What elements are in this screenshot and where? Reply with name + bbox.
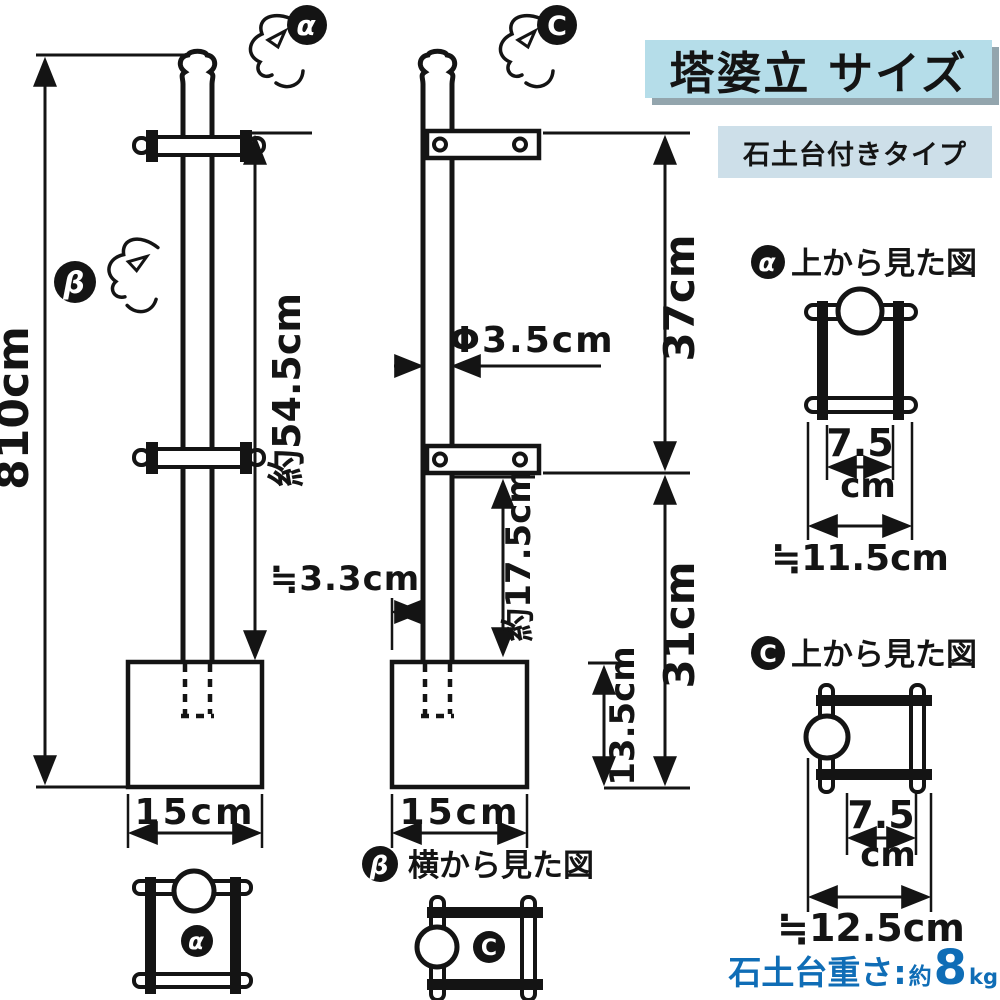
- beta-badge-label: β: [369, 851, 389, 881]
- alpha-badge: [181, 925, 213, 957]
- beta-side-view-heading: β: [362, 846, 398, 882]
- alpha-top-view-drawing: [804, 286, 918, 420]
- c-badge-label: C: [481, 936, 497, 961]
- dimension-pole-offset: ≒3.3cm: [270, 559, 425, 650]
- side-view-heading: 横から見た図: [408, 848, 594, 884]
- c-badge-label: C: [759, 640, 777, 668]
- alpha-inner-width-label: 7.5: [826, 421, 893, 465]
- alpha-badge-label: α: [188, 929, 204, 955]
- dimension-c-inner-width: 7.5 cm: [845, 793, 918, 875]
- base-socket-dashed: [421, 664, 454, 719]
- bracket-hole: [432, 136, 448, 153]
- weight-label: 石土台重さ:: [728, 953, 907, 992]
- alpha-top-view-heading: 上から見た図: [791, 246, 977, 282]
- c-top-view: C 上から見た図 7.5 cm ≒12.5cm: [751, 636, 977, 950]
- c-badge: [537, 5, 577, 45]
- dimension-alpha-outer-width: ≒11.5cm: [771, 422, 949, 579]
- bracket-hole: [512, 451, 528, 468]
- c-badge: [751, 636, 785, 670]
- dimension-alpha-inner-width: 7.5 cm: [825, 421, 896, 506]
- c-view-marker: C: [498, 5, 577, 89]
- dimension-base-width-front: 15cm: [126, 792, 264, 848]
- pole-offset-label: ≒3.3cm: [270, 559, 420, 599]
- weight-unit: kg: [969, 965, 998, 989]
- bracket-to-base-label: 約17.5cm: [499, 468, 539, 641]
- page-subtitle: 石土台付きタイプ: [718, 126, 992, 178]
- pole-cross-section: [835, 286, 885, 336]
- pole-diameter-label: Φ3.5cm: [449, 320, 614, 361]
- dimension-base-width-side: 15cm: [390, 792, 529, 848]
- beta-badge: [362, 846, 398, 882]
- dimension-bracket-to-base: 約17.5cm: [451, 468, 539, 658]
- c-bottom-mini-view: C: [414, 895, 543, 1000]
- c-badge-label: C: [547, 11, 567, 42]
- side-view-diagram: Φ3.5cm ≒3.3cm 約17.5cm 37cm: [270, 5, 704, 884]
- base-weight-note: 石土台重さ: 約 8 kg: [728, 940, 998, 996]
- pole-cross-section: [414, 924, 460, 970]
- c-inner-width-label: 7.5: [847, 793, 914, 837]
- bracket-hole: [512, 136, 528, 153]
- alpha-badge: [751, 245, 785, 279]
- page-subtitle-text: 石土台付きタイプ: [743, 139, 967, 171]
- total-height-label: 810cm: [0, 326, 39, 490]
- pole-cross-section: [171, 868, 217, 914]
- alpha-badge-label: α: [296, 9, 316, 42]
- dimension-section-chain: 37cm 31cm: [543, 131, 704, 790]
- stone-base-front: [125, 659, 265, 790]
- front-view-diagram: 810cm 約54.5cm 15cm α: [0, 5, 327, 848]
- page-title: 塔婆立 サイズ: [645, 40, 992, 100]
- weight-approx: 約: [908, 964, 932, 990]
- alpha-bottom-mini-view: α: [132, 868, 253, 994]
- lower-bracket-side: [424, 443, 542, 476]
- dimension-c-outer-width: ≒12.5cm: [777, 758, 965, 950]
- lower-bracket-front: [132, 442, 266, 474]
- weight-value: 8: [933, 940, 967, 996]
- base-socket-dashed: [181, 664, 214, 719]
- dimension-base-height: 13.5cm: [588, 646, 643, 787]
- stone-base-side: [389, 659, 530, 790]
- dimension-pole-diameter: Φ3.5cm: [394, 320, 614, 378]
- upper-bracket-front: [132, 130, 266, 162]
- alpha-outer-width-label: ≒11.5cm: [771, 538, 949, 579]
- dimension-bracket-span: 約54.5cm: [243, 131, 312, 661]
- base-width-side-label: 15cm: [400, 792, 521, 833]
- upper-section-label: 37cm: [655, 234, 704, 361]
- base-width-front-label: 15cm: [135, 792, 256, 833]
- c-badge: [473, 931, 505, 963]
- bracket-hole: [432, 451, 448, 468]
- lower-section-label: 31cm: [655, 561, 704, 688]
- alpha-badge-label: α: [758, 248, 776, 277]
- alpha-view-marker: α: [248, 5, 327, 89]
- beta-view-marker: β: [54, 232, 170, 317]
- base-height-label: 13.5cm: [603, 646, 643, 785]
- page-title-text: 塔婆立 サイズ: [669, 46, 968, 100]
- alpha-inner-width-unit: cm: [840, 466, 896, 506]
- c-top-view-drawing: [803, 683, 932, 794]
- bracket-span-label: 約54.5cm: [265, 293, 309, 487]
- c-outer-width-label: ≒12.5cm: [777, 906, 965, 950]
- pole-cross-section: [803, 713, 851, 761]
- beta-badge: [54, 261, 96, 303]
- dimension-total-height: 810cm: [0, 53, 190, 789]
- upper-bracket-side: [424, 128, 542, 161]
- alpha-badge: [287, 5, 327, 45]
- c-inner-width-unit: cm: [860, 835, 916, 875]
- c-top-view-heading: 上から見た図: [791, 637, 977, 673]
- alpha-top-view: α 上から見た図 7.5 cm ≒11.5cm: [751, 245, 977, 579]
- beta-badge-label: β: [62, 266, 84, 301]
